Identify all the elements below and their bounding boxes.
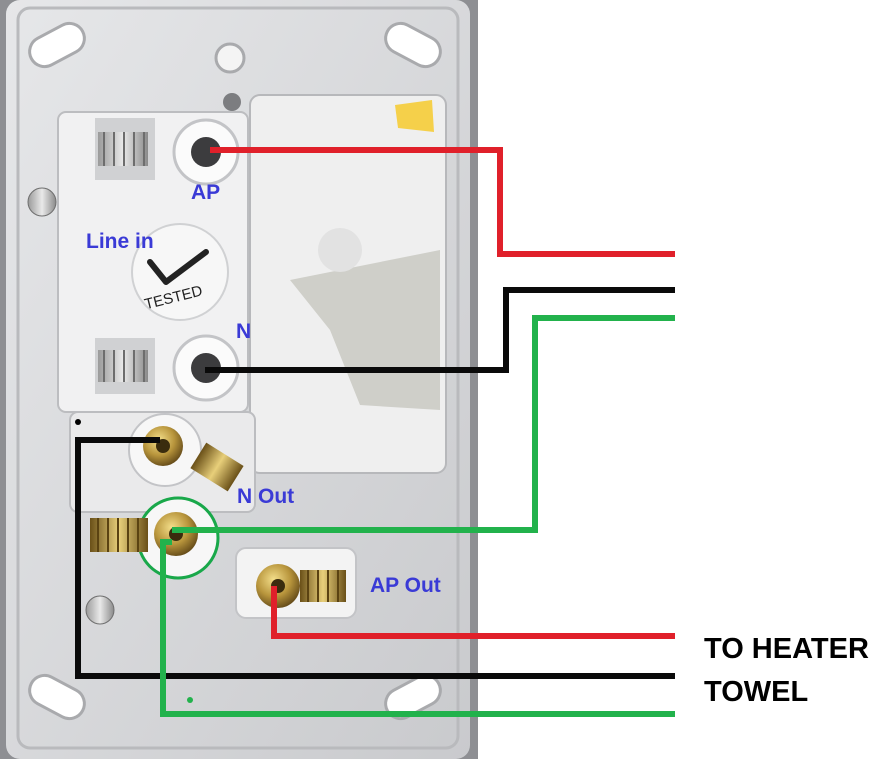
neutral-wire-in: [205, 287, 675, 373]
active-wire-in: [210, 147, 675, 257]
neutral-wire-out: [75, 437, 675, 679]
line-in-label: Line in: [86, 230, 154, 253]
ap-label: AP: [191, 181, 221, 204]
active-wire-out: [271, 586, 675, 639]
tested-seal: TESTED: [131, 223, 229, 321]
destination-label-line1: TO HEATER: [704, 633, 869, 665]
destination-label-line2: TOWEL: [704, 676, 809, 708]
earth-wire-in: [172, 315, 675, 533]
earth-wire-out: [160, 539, 675, 717]
n-out-label: N Out: [237, 485, 295, 508]
ap-out-label: AP Out: [370, 574, 441, 597]
wires: [75, 147, 675, 717]
n-label: N: [236, 320, 252, 343]
